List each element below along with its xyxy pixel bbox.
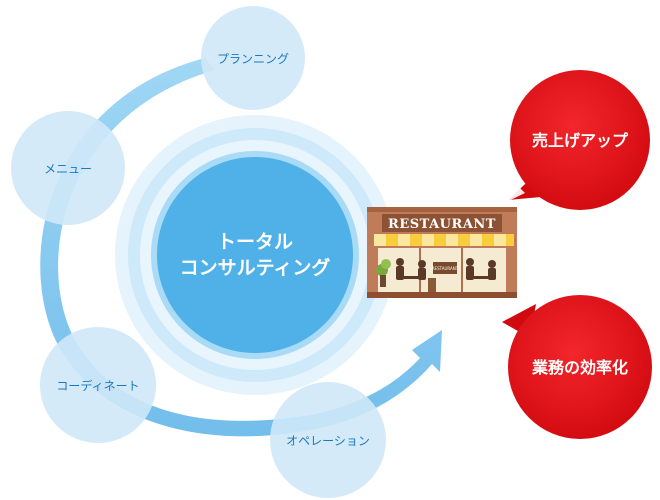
phase-menu-label: メニュー <box>44 162 92 176</box>
diners-icon <box>396 258 496 280</box>
phase-planning: プランニング <box>201 6 305 110</box>
small-sign: RESTAURANT <box>432 266 459 271</box>
efficiency-label: 業務の効率化 <box>531 358 628 377</box>
phase-planning-label: プランニング <box>217 52 289 66</box>
restaurant-illustration: RESTAURANT <box>367 207 517 298</box>
awning <box>374 234 514 246</box>
phase-operation: オペレーション <box>270 382 386 498</box>
outcome-efficiency: 業務の効率化 <box>502 295 652 439</box>
restaurant-sign: RESTAURANT <box>388 217 496 232</box>
phase-menu: メニュー <box>11 111 125 225</box>
phase-coordinate-label: コーディネート <box>56 378 139 393</box>
center-circle: トータル コンサルティング <box>115 115 395 395</box>
plant-icon <box>376 259 391 287</box>
phase-coordinate: コーディネート <box>40 327 156 443</box>
center-title-line2: コンサルティング <box>180 256 331 279</box>
center-title-line1: トータル <box>217 231 293 253</box>
phase-operation-label: オペレーション <box>286 434 370 448</box>
outcome-sales-up: 売上げアップ <box>504 70 650 210</box>
sales-up-label: 売上げアップ <box>532 131 629 150</box>
